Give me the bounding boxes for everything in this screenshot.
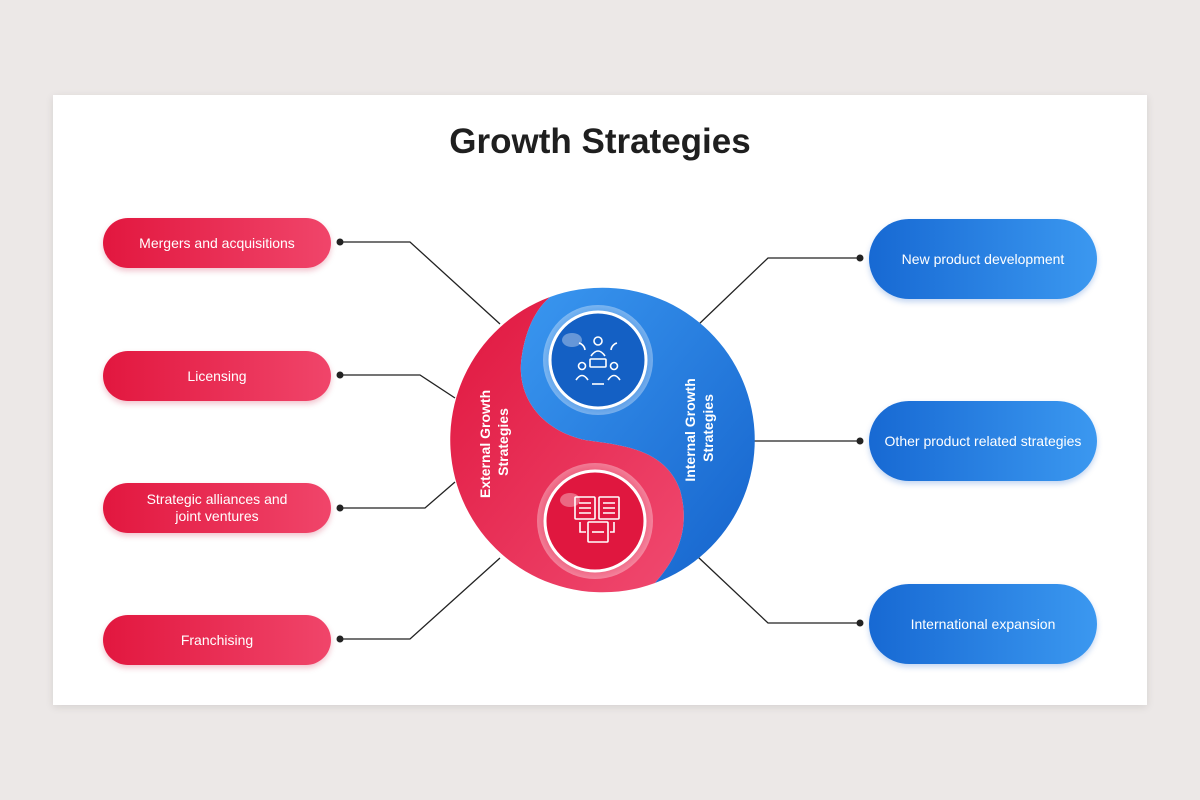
pill-label: Other product related strategies: [884, 432, 1082, 449]
pill-licensing: Licensing: [103, 351, 331, 401]
connector-dots-right: [856, 254, 864, 627]
connector-alliances: [340, 481, 456, 509]
connector-licensing: [340, 374, 456, 399]
documents-workflow-icon: [574, 496, 620, 543]
pill-label-line2: joint ventures: [175, 508, 259, 524]
top-icon-badge: [543, 305, 653, 415]
pill-new-product-development: New product development: [869, 219, 1097, 299]
page-title: Growth Strategies: [449, 122, 751, 161]
pill-strategic-alliances: Strategic alliances and joint ventures: [103, 483, 331, 533]
pill-franchising: Franchising: [103, 615, 331, 665]
connectors-left: [340, 241, 501, 640]
connector-dots-left: [336, 238, 344, 643]
pill-international-expansion: International expansion: [869, 584, 1097, 664]
pill-label: Franchising: [180, 631, 254, 648]
pill-label: International expansion: [910, 615, 1056, 632]
pill-label: Mergers and acquisitions: [139, 234, 295, 251]
connector-new-product: [697, 257, 860, 326]
pill-label: Strategic alliances and joint ventures: [147, 491, 288, 525]
pill-label-line1: Strategic alliances and: [146, 491, 288, 507]
pill-mergers-acquisitions: Mergers and acquisitions: [103, 218, 331, 268]
connector-franchising: [340, 557, 501, 640]
pill-label: New product development: [901, 250, 1065, 267]
pill-other-product-strategies: Other product related strategies: [869, 401, 1097, 481]
connector-international: [697, 556, 860, 624]
team-collaboration-icon: [575, 336, 621, 385]
bottom-icon-badge: [537, 463, 653, 579]
connector-mergers: [340, 241, 501, 325]
connectors-right: [697, 257, 860, 624]
external-label: External Growth Strategies: [477, 386, 511, 498]
internal-label: Internal Growth Strategies: [682, 374, 716, 481]
pill-label: Licensing: [187, 367, 247, 384]
